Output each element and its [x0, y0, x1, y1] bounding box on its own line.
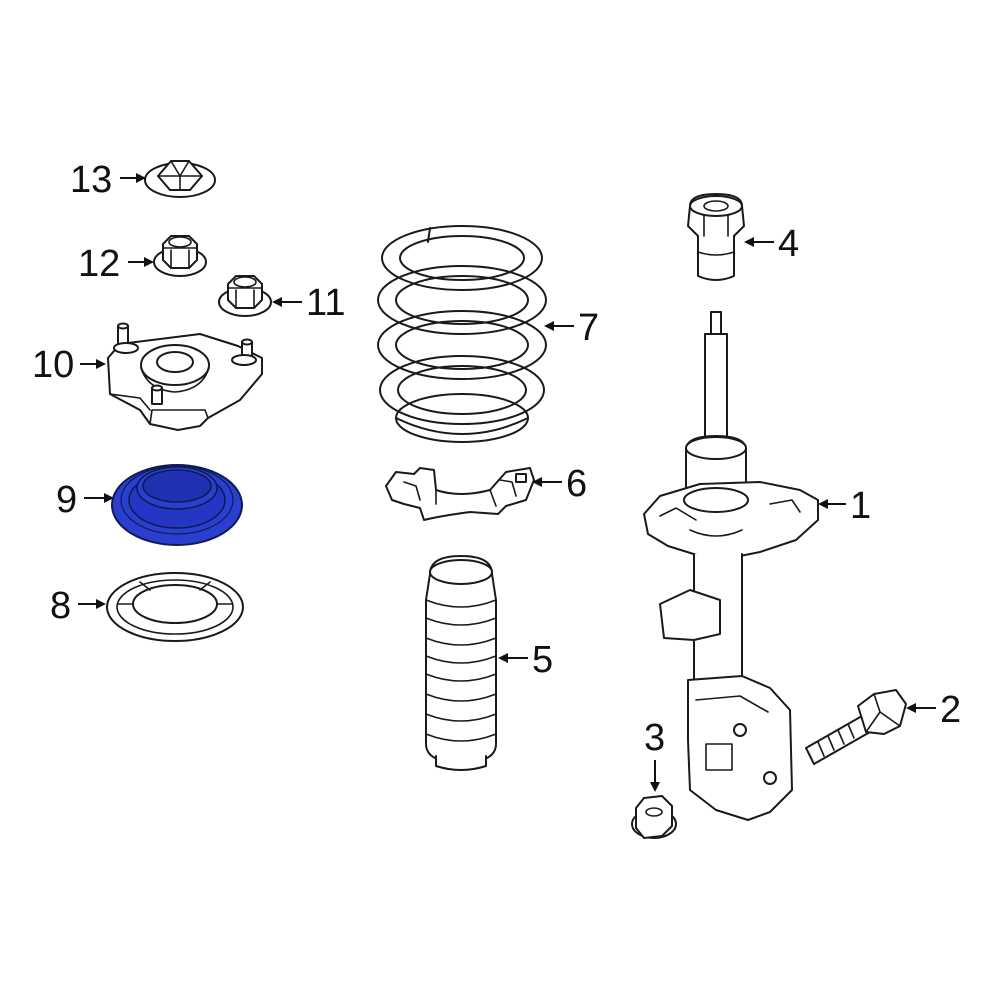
- part-1-strut-assembly-drawing: [643, 311, 819, 821]
- part-7-coil-spring-drawing: [377, 225, 547, 443]
- part-4-bump-stop-drawing: [687, 193, 745, 281]
- callout-6[interactable]: 6: [532, 463, 587, 505]
- part-13-retainer-clip-drawing: [144, 160, 216, 198]
- part-2-bolt-drawing: [805, 689, 907, 765]
- part-6-spring-seat-drawing: [385, 467, 535, 521]
- callout-2-number: 2: [940, 689, 961, 731]
- callout-3-number: 3: [644, 717, 665, 759]
- callout-5-number: 5: [532, 639, 553, 681]
- callout-12[interactable]: 12: [78, 243, 154, 285]
- part-5-dust-boot-drawing: [425, 555, 497, 771]
- callout-13-number: 13: [70, 159, 112, 201]
- callout-2[interactable]: 2: [906, 689, 961, 731]
- callout-8-number: 8: [50, 585, 71, 627]
- callout-10[interactable]: 10: [32, 344, 106, 386]
- callout-11[interactable]: 11: [272, 282, 345, 324]
- part-8-lower-insulator-drawing: [106, 572, 244, 642]
- callout-9-number: 9: [56, 479, 77, 521]
- callout-4[interactable]: 4: [744, 223, 799, 265]
- callout-12-number: 12: [78, 243, 120, 285]
- part-12-nut-washer-drawing: [153, 235, 207, 277]
- callout-6-number: 6: [566, 463, 587, 505]
- callout-8[interactable]: 8: [50, 585, 106, 627]
- part-3-nut-drawing: [631, 795, 677, 839]
- callout-10-number: 10: [32, 344, 74, 386]
- callout-4-number: 4: [778, 223, 799, 265]
- part-10-strut-mount-drawing: [107, 322, 263, 431]
- callout-1[interactable]: 1: [818, 485, 871, 527]
- callout-7[interactable]: 7: [544, 307, 599, 349]
- callout-13[interactable]: 13: [70, 159, 146, 201]
- callout-9[interactable]: 9: [56, 479, 114, 521]
- part-11-flange-nut-drawing: [218, 275, 272, 317]
- part-9-upper-insulator-drawing: [111, 464, 243, 546]
- callout-5[interactable]: 5: [498, 639, 553, 681]
- callout-11-number: 11: [306, 282, 345, 324]
- callout-7-number: 7: [578, 307, 599, 349]
- callout-1-number: 1: [850, 485, 871, 527]
- callout-3[interactable]: 3: [644, 717, 665, 792]
